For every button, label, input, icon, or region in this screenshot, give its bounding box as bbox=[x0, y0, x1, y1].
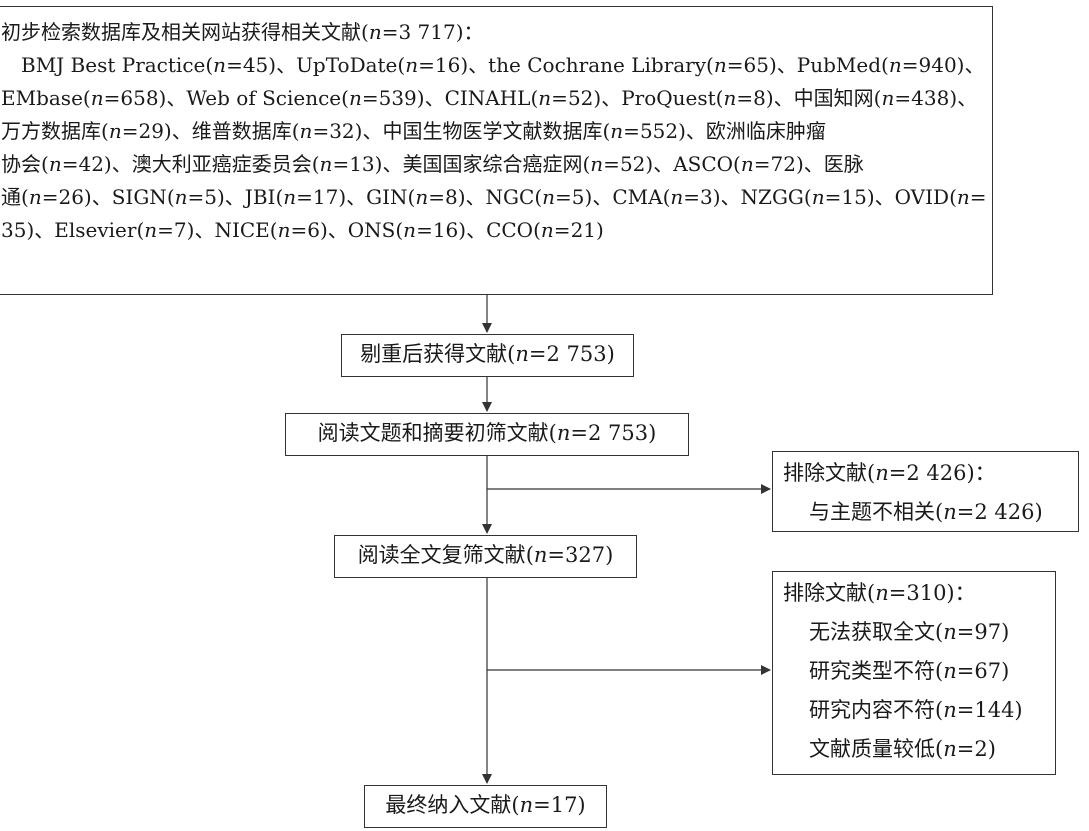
final-included-box: 最终纳入文献(n=17) bbox=[364, 785, 607, 828]
database-list-line: BMJ Best Practice(n=45)、UpToDate(n=16)、t… bbox=[21, 53, 985, 77]
exclusion-reason: 研究内容不符(n=144) bbox=[809, 698, 1023, 722]
title-abstract-screening-box: 阅读文题和摘要初筛文献(n=2 753) bbox=[285, 413, 689, 456]
exclusion-reason: 文献质量较低(n=2) bbox=[809, 737, 996, 761]
initial-search-box: 初步检索数据库及相关网站获得相关文献(n=3 717)： BMJ Best Pr… bbox=[0, 6, 993, 295]
final-included-label: 最终纳入文献(n=17) bbox=[385, 793, 586, 817]
exclusion-reason: 与主题不相关(n=2 426) bbox=[809, 500, 1043, 524]
exclusion-reason: 无法获取全文(n=97) bbox=[809, 620, 1010, 644]
database-list-line: 35)、Elsevier(n=7)、NICE(n=6)、ONS(n=16)、CC… bbox=[1, 218, 604, 242]
exclusion-reason: 研究类型不符(n=67) bbox=[809, 659, 1010, 683]
database-list-line: 万方数据库(n=29)、维普数据库(n=32)、中国生物医学文献数据库(n=55… bbox=[1, 119, 826, 143]
database-list-line: 通(n=26)、SIGN(n=5)、JBI(n=17)、GIN(n=8)、NGC… bbox=[1, 185, 987, 209]
deduplicated-box: 剔重后获得文献(n=2 753) bbox=[341, 334, 634, 377]
title-abstract-screening-label: 阅读文题和摘要初筛文献(n=2 753) bbox=[317, 421, 657, 445]
initial-search-title: 初步检索数据库及相关网站获得相关文献(n=3 717)： bbox=[1, 20, 484, 44]
exclusion-1-title: 排除文献(n=2 426)： bbox=[783, 461, 996, 485]
exclusion-box-1: 排除文献(n=2 426)： 与主题不相关(n=2 426) bbox=[772, 451, 1079, 532]
exclusion-box-2: 排除文献(n=310)： 无法获取全文(n=97) 研究类型不符(n=67) 研… bbox=[772, 571, 1056, 775]
exclusion-2-title: 排除文献(n=310)： bbox=[783, 581, 976, 605]
deduplicated-label: 剔重后获得文献(n=2 753) bbox=[360, 342, 615, 366]
fulltext-screening-label: 阅读全文复筛文献(n=327) bbox=[357, 543, 614, 567]
database-list-line: EMbase(n=658)、Web of Science(n=539)、CINA… bbox=[1, 86, 978, 110]
database-list-line: 协会(n=42)、澳大利亚癌症委员会(n=13)、美国国家综合癌症网(n=52)… bbox=[1, 152, 864, 176]
fulltext-screening-box: 阅读全文复筛文献(n=327) bbox=[334, 535, 637, 578]
